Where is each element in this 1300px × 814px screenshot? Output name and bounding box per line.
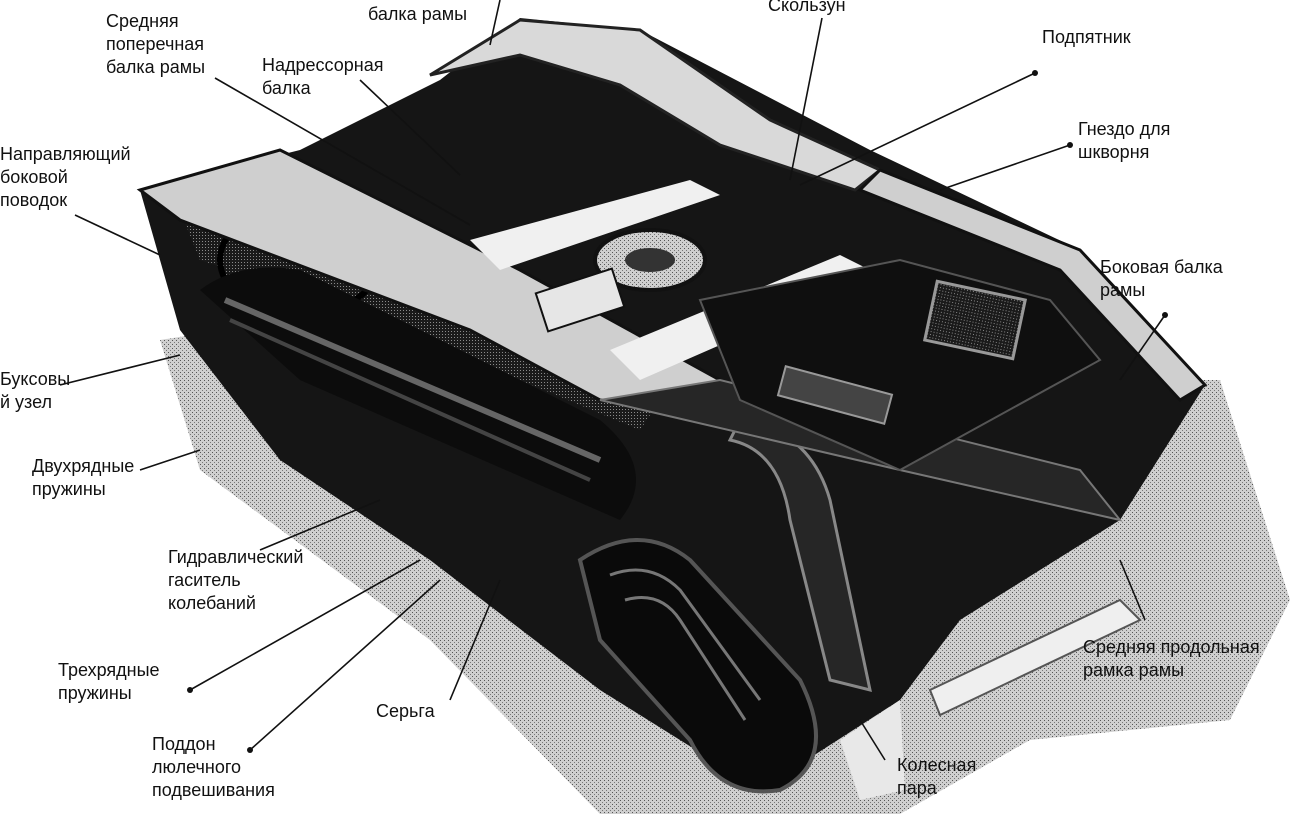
label-shackle: Серьга	[376, 701, 435, 721]
leader-dots	[187, 70, 1168, 753]
label-slider: Скользун	[768, 0, 846, 15]
label-center-plate: Подпятник	[1042, 27, 1131, 47]
label-frame-beam-top: балка рамы	[368, 4, 468, 24]
longitudinal-frame-strip	[840, 598, 1142, 800]
center-plate	[534, 228, 707, 333]
leader-lines	[59, 0, 1166, 761]
wheel-bottom	[577, 418, 872, 794]
right-interior	[698, 258, 1102, 472]
